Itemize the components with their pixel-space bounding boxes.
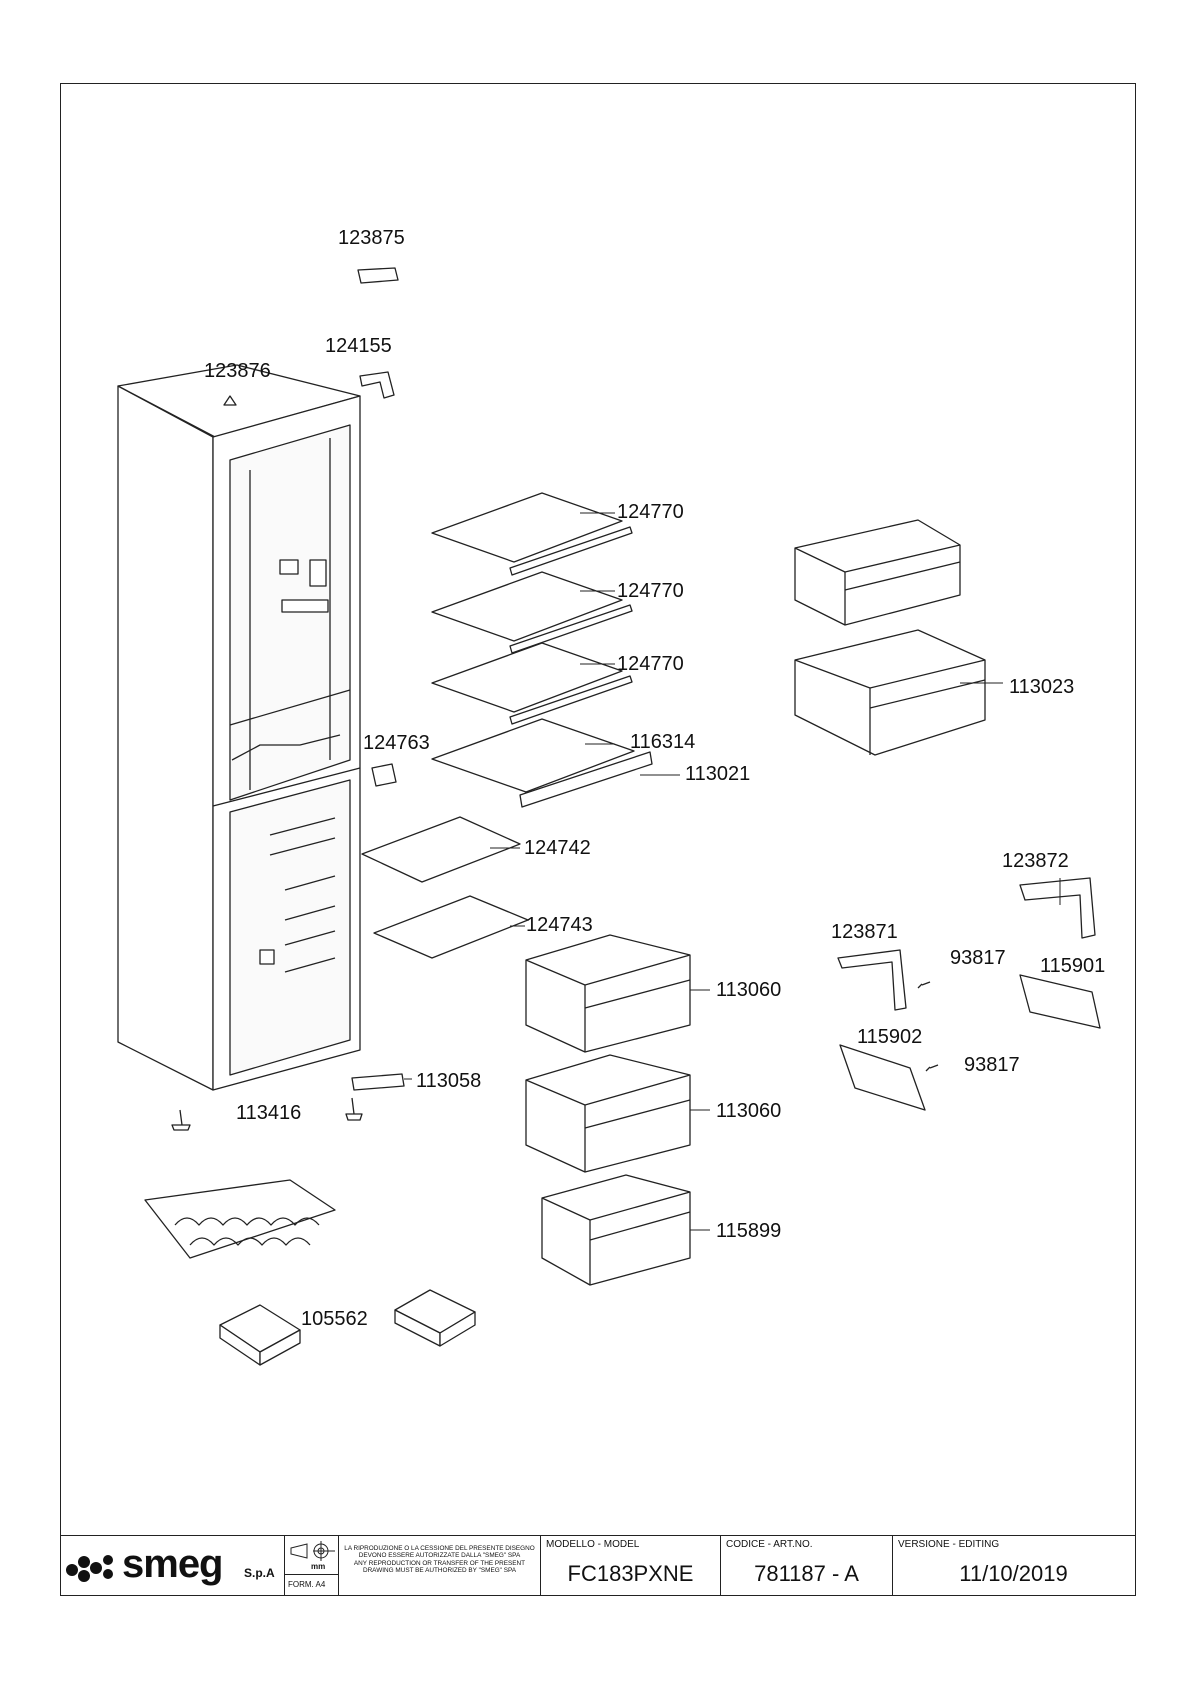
part-label-113060-a: 113060 <box>716 979 782 1001</box>
part-label-105562: 105562 <box>301 1308 368 1330</box>
adjustable-foot-right <box>345 1097 363 1121</box>
notice-english: ANY REPRODUCTION OR TRANSFER OF THE PRES… <box>353 1559 526 1575</box>
part-label-113023: 113023 <box>1009 676 1075 698</box>
freezer-drawer-2 <box>525 1054 691 1173</box>
model-caption: MODELLO - MODEL <box>546 1539 640 1550</box>
title-block: smeg S.p.A mm FORM. A4 LA RIPRODUZIONE O… <box>60 1535 1136 1596</box>
part-label-123871: 123871 <box>831 921 898 943</box>
door-bin-123871 <box>837 949 907 1011</box>
part-label-124743: 124743 <box>526 914 593 936</box>
hinge-cover <box>357 267 399 284</box>
bottle-rack <box>144 1179 336 1259</box>
door-bin-115902 <box>839 1044 926 1111</box>
egg-tray-right <box>394 1289 476 1347</box>
code-value: 781187 - A <box>754 1561 859 1586</box>
drawing-frame <box>60 83 1136 1596</box>
part-label-113021: 113021 <box>685 763 751 785</box>
freezer-drawer-1 <box>525 934 691 1053</box>
part-label-123875: 123875 <box>338 227 405 249</box>
glass-shelf-6 <box>373 895 529 959</box>
part-label-124742: 124742 <box>524 837 591 859</box>
door-bin-115901 <box>1019 974 1101 1029</box>
adjustable-foot-left <box>171 1109 191 1131</box>
glass-shelf-3 <box>431 642 633 725</box>
smeg-logo: smeg S.p.A <box>64 1542 278 1592</box>
egg-tray-left <box>219 1304 301 1366</box>
crisper-drawer-upper <box>794 519 961 626</box>
logo-wordmark: smeg <box>122 1542 223 1586</box>
part-label-124155: 124155 <box>325 335 392 357</box>
unit-label: mm <box>311 1562 326 1571</box>
glass-shelf-1 <box>431 492 633 576</box>
glass-shelf-4 <box>431 718 653 808</box>
part-label-115901: 115901 <box>1040 955 1106 977</box>
part-label-115899: 115899 <box>716 1220 782 1242</box>
part-label-93817-b: 93817 <box>964 1054 1020 1076</box>
part-label-124770-a: 124770 <box>617 501 684 523</box>
part-label-93817-a: 93817 <box>950 947 1006 969</box>
middle-hinge <box>371 763 397 787</box>
part-label-124770-c: 124770 <box>617 653 684 675</box>
crisper-drawer-lower <box>794 629 986 756</box>
part-label-116314: 116314 <box>630 731 696 753</box>
glass-shelf-2 <box>431 571 633 654</box>
freezer-drawer-3 <box>541 1174 691 1286</box>
hinge-pin <box>223 395 237 406</box>
code-cell: CODICE - ART.NO. 781187 - A <box>720 1536 892 1595</box>
upper-hinge <box>359 371 395 399</box>
part-label-115902: 115902 <box>857 1026 923 1048</box>
logo-suffix: S.p.A <box>244 1566 275 1580</box>
part-label-124770-b: 124770 <box>617 580 684 602</box>
version-caption: VERSIONE - EDITING <box>898 1539 1000 1550</box>
code-caption: CODICE - ART.NO. <box>726 1539 813 1550</box>
projection-cell: mm FORM. A4 <box>284 1536 338 1595</box>
glass-shelf-5 <box>361 816 521 883</box>
model-cell: MODELLO - MODEL FC183PXNE <box>540 1536 720 1595</box>
screw-93817-b <box>925 1064 939 1072</box>
part-label-113060-b: 113060 <box>716 1100 782 1122</box>
lower-hinge-bracket <box>351 1073 405 1091</box>
part-label-124763: 124763 <box>363 732 430 754</box>
model-value: FC183PXNE <box>567 1561 694 1586</box>
part-label-113058: 113058 <box>416 1070 482 1092</box>
door-bin-123872 <box>1019 877 1096 939</box>
part-label-123872: 123872 <box>1002 850 1069 872</box>
format-label: FORM. A4 <box>288 1580 326 1589</box>
version-cell: VERSIONE - EDITING 11/10/2019 <box>892 1536 1134 1595</box>
projection-symbol-icon <box>290 1541 335 1561</box>
version-value: 11/10/2019 <box>959 1561 1068 1586</box>
screw-93817-a <box>917 981 931 989</box>
notice-italian: LA RIPRODUZIONE O LA CESSIONE DEL PRESEN… <box>344 1545 535 1560</box>
part-label-113416: 113416 <box>236 1102 302 1124</box>
part-label-123876: 123876 <box>204 360 271 382</box>
fridge-cabinet <box>117 364 361 1091</box>
reproduction-notice: LA RIPRODUZIONE O LA CESSIONE DEL PRESEN… <box>338 1536 540 1595</box>
